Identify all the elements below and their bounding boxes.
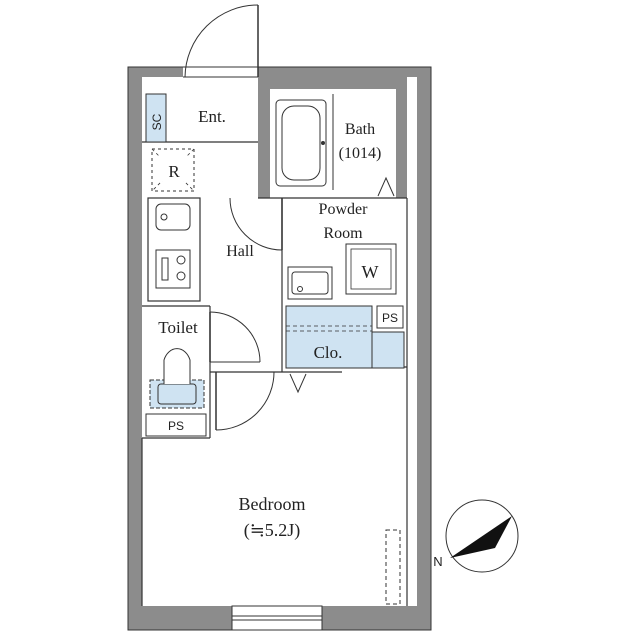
bedroom-size-label: (≒5.2J): [244, 520, 301, 541]
powder-room-door: [229, 197, 283, 251]
wall-top-right: [258, 67, 431, 77]
pipe-space-bottom: PS: [145, 413, 207, 437]
compass-circle: [445, 499, 519, 573]
pipe-space-bottom-label: PS: [168, 419, 184, 433]
bedroom-door: [215, 371, 275, 431]
wash-basin: [287, 266, 333, 300]
bathtub: [275, 94, 334, 190]
shoe-closet: SC: [145, 93, 167, 143]
pipe-space-top-label: PS: [382, 311, 398, 325]
compass: N: [433, 499, 519, 573]
shoe-closet-label: SC: [150, 113, 164, 130]
compass-north-label: N: [433, 554, 442, 569]
refrigerator: R: [151, 148, 195, 192]
kitchen-sink: [155, 203, 191, 231]
powder-room-label-1: Powder: [319, 201, 369, 218]
wall-left: [128, 67, 142, 630]
bath-door: [377, 176, 395, 197]
bedroom-label: Bedroom: [239, 494, 306, 514]
wall-bottom-left: [128, 606, 232, 630]
toilet-door: [209, 311, 261, 363]
toilet-fixture: [149, 348, 205, 409]
toilet-label: Toilet: [158, 318, 198, 337]
wall-bottom-right: [322, 606, 431, 630]
entrance-door: [183, 4, 259, 78]
pipe-space-top: PS: [376, 305, 404, 329]
hall-label: Hall: [226, 243, 254, 260]
bath-size-label: (1014): [339, 145, 382, 162]
wall-top-left: [128, 67, 183, 77]
bottom-window: [231, 605, 323, 631]
entrance-label: Ent.: [198, 107, 226, 126]
bath-label: Bath: [345, 121, 375, 138]
bedroom-side-window: [385, 529, 401, 605]
compass-needle-icon: [450, 516, 512, 558]
washer-label: W: [362, 262, 379, 282]
washer: W: [345, 243, 397, 295]
powder-room-label-2: Room: [323, 225, 363, 242]
closet-door: [289, 373, 307, 394]
wall-right: [417, 67, 431, 630]
closet: Clo.: [285, 305, 405, 369]
refrigerator-label: R: [168, 162, 180, 181]
closet-label: Clo.: [314, 343, 343, 362]
kitchen-stove: [155, 249, 191, 289]
